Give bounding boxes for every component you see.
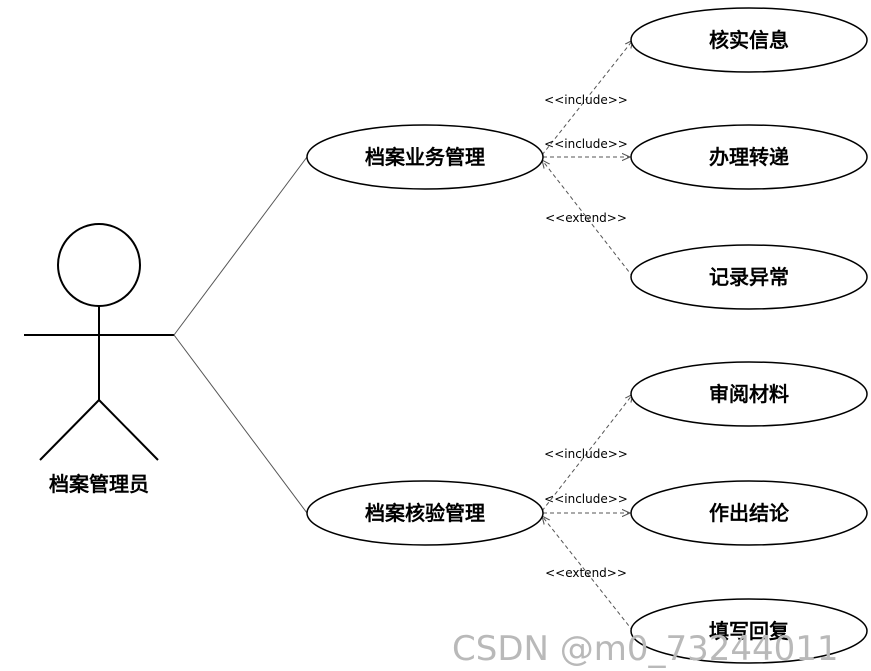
- stereotype-include-2: <<include>>: [544, 137, 628, 151]
- actor-stick-figure: [24, 223, 174, 461]
- label-record-exception: 记录异常: [709, 265, 789, 289]
- actor-right-leg: [98, 399, 159, 461]
- label-review-materials: 审阅材料: [709, 382, 789, 406]
- stereotype-include-4: <<include>>: [544, 492, 628, 506]
- label-check-info: 核实信息: [709, 28, 789, 52]
- label-handle-transfer: 办理转递: [709, 145, 789, 169]
- stereotype-include-3: <<include>>: [544, 447, 628, 461]
- stereotype-extend-2: <<extend>>: [545, 566, 627, 580]
- extend-arrow-record-exception: [542, 160, 634, 278]
- stereotype-extend-1: <<extend>>: [545, 211, 627, 225]
- include-arrow-check-info: [541, 40, 633, 156]
- actor-left-leg: [39, 399, 100, 461]
- actor-head: [57, 223, 141, 307]
- use-case-verify-mgmt: [306, 480, 544, 546]
- use-case-fill-reply: [630, 598, 868, 664]
- use-case-handle-transfer: [630, 124, 868, 190]
- use-case-business-mgmt: [306, 124, 544, 190]
- stereotype-include-1: <<include>>: [544, 93, 628, 107]
- label-business-mgmt: 档案业务管理: [365, 145, 485, 169]
- include-arrow-review-materials: [541, 394, 633, 512]
- association-verify: [173, 334, 308, 514]
- use-case-record-exception: [630, 244, 868, 310]
- label-verify-mgmt: 档案核验管理: [365, 501, 485, 525]
- actor-label: 档案管理员: [49, 472, 149, 496]
- use-case-make-conclusion: [630, 480, 868, 546]
- use-case-check-info: [630, 7, 868, 73]
- use-case-review-materials: [630, 361, 868, 427]
- label-fill-reply: 填写回复: [709, 619, 790, 643]
- watermark: CSDN @m0_73244011: [452, 629, 839, 669]
- extend-arrow-fill-reply: [542, 516, 634, 632]
- label-make-conclusion: 作出结论: [709, 501, 790, 525]
- association-business: [173, 156, 308, 336]
